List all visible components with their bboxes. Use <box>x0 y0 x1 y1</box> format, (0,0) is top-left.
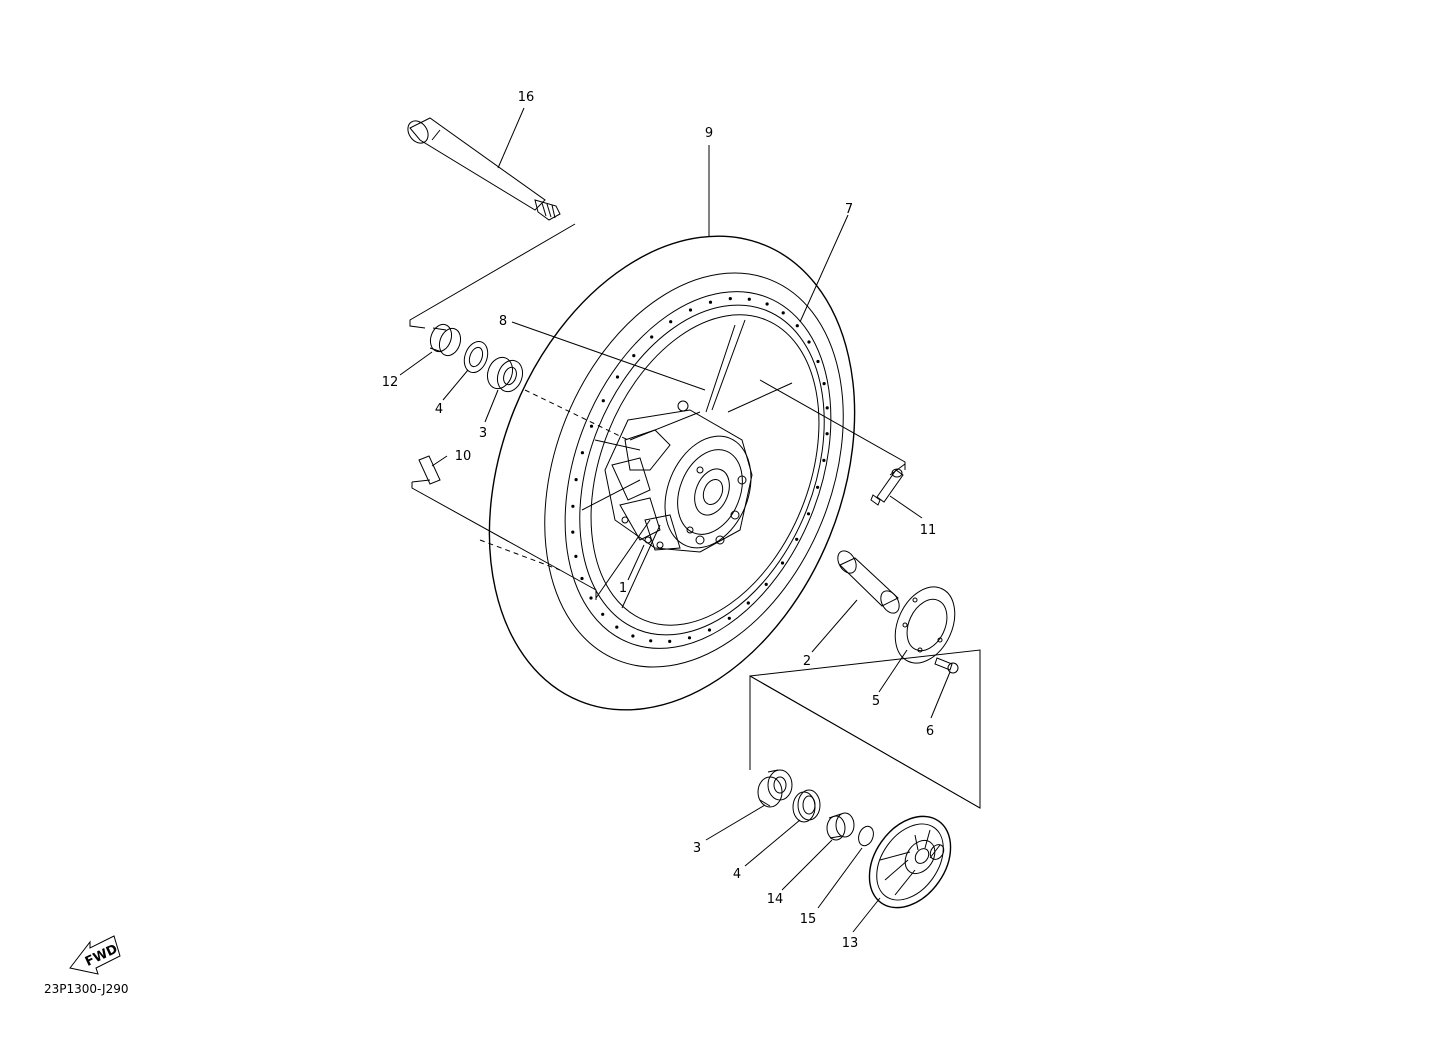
rim-hole <box>708 300 713 304</box>
valve-part-11 <box>870 468 904 506</box>
axle-part-16 <box>407 117 561 221</box>
oil-seal-part-4-left <box>463 341 489 373</box>
spokes <box>581 319 793 609</box>
rim-hole <box>650 335 654 339</box>
rim-spoke-holes <box>571 297 829 644</box>
rim-hole <box>825 432 829 436</box>
rim-hole <box>574 478 578 482</box>
balance-weight-part-10 <box>418 455 441 485</box>
collar-part-2 <box>837 550 900 614</box>
rim-hole <box>807 340 811 344</box>
circlip-part-15 <box>858 825 874 847</box>
bearing-part-3-left <box>486 356 524 393</box>
rim-hole <box>707 628 712 632</box>
rim-hole <box>632 354 636 358</box>
rim-hole <box>580 576 584 581</box>
rim-hole <box>574 554 578 559</box>
rim-hole <box>746 601 750 605</box>
rim-hole <box>728 297 732 301</box>
bolt-part-6 <box>934 657 959 674</box>
hub-cover-part-13 <box>868 815 952 909</box>
rim-hole <box>601 399 605 403</box>
rim-hole <box>806 512 811 516</box>
rim-hole <box>825 406 829 410</box>
rim-hole <box>822 458 826 462</box>
drawing-code-label: 23P1300-J290 <box>44 982 129 996</box>
rim-hole <box>669 320 673 324</box>
callout-1: 1 <box>619 581 627 596</box>
callout-13: 13 <box>842 936 859 951</box>
callout-16: 16 <box>518 90 535 105</box>
callout-9: 9 <box>705 126 713 141</box>
rim-hole <box>589 424 594 428</box>
callout-4-right: 4 <box>733 867 741 882</box>
callout-labels: 16 9 7 8 12 4 3 10 11 1 2 5 6 3 4 14 15 … <box>382 90 937 951</box>
assembly-reference-lines <box>409 223 981 809</box>
rim-hole <box>822 382 826 386</box>
rim-hole <box>816 485 820 489</box>
rim-hole <box>649 639 653 643</box>
rim-hole <box>631 634 635 638</box>
callout-15: 15 <box>800 912 817 927</box>
rim-hole <box>571 530 575 534</box>
rim-hole <box>816 359 820 364</box>
oil-seal-part-4-right <box>792 789 821 823</box>
rim-hole <box>687 636 692 640</box>
hub-part-1 <box>604 400 753 553</box>
rim-hole <box>764 582 768 587</box>
callout-5: 5 <box>872 694 880 709</box>
callout-3-left: 3 <box>479 426 487 441</box>
callout-10: 10 <box>455 449 472 464</box>
rim-hole <box>615 625 619 629</box>
callout-3-right: 3 <box>693 841 701 856</box>
callout-4-left: 4 <box>435 402 443 417</box>
rim-hole <box>781 311 785 315</box>
collar-part-12 <box>429 323 462 357</box>
rim-hole <box>589 596 593 600</box>
callout-11: 11 <box>920 523 937 538</box>
rim-hole <box>580 451 585 455</box>
callout-7: 7 <box>845 202 853 217</box>
forward-direction-arrow: FWD <box>69 935 121 975</box>
callout-leader-lines <box>399 107 951 933</box>
callout-6: 6 <box>926 724 934 739</box>
callout-8: 8 <box>499 314 507 329</box>
rim-hole <box>688 308 693 312</box>
brake-disc-part-5 <box>894 586 956 664</box>
rim-hole <box>765 302 769 306</box>
collar-part-14 <box>826 812 855 841</box>
rim-hole <box>780 561 785 565</box>
tire-part-9 <box>488 235 856 711</box>
callout-2: 2 <box>803 654 811 669</box>
rim-hole <box>747 297 751 301</box>
rim-hole <box>571 504 575 508</box>
callout-12: 12 <box>382 375 399 390</box>
bearing-part-3-right <box>757 769 793 808</box>
rim-hole <box>795 537 799 541</box>
rim-hole <box>668 639 672 644</box>
rim-hole <box>795 324 799 328</box>
callout-14: 14 <box>767 892 784 907</box>
rim-hole <box>601 612 605 616</box>
rim-hole <box>727 616 731 620</box>
rim-hole <box>615 375 620 379</box>
